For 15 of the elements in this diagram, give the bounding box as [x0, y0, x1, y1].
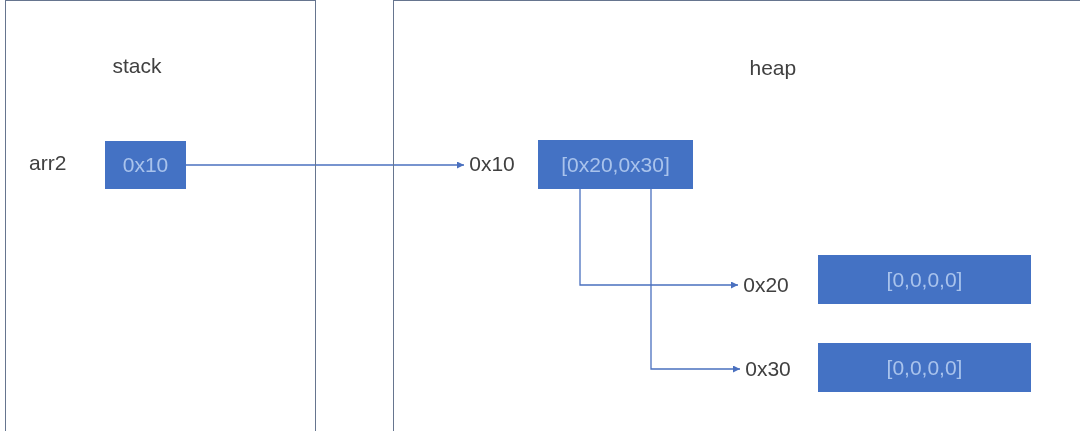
- region-panel: [5, 0, 316, 431]
- panel-heading: stack: [112, 53, 162, 79]
- value-box: [0,0,0,0]: [818, 343, 1031, 392]
- arrow: [579, 188, 739, 289]
- arrow: [185, 161, 465, 169]
- address-label: 0x10: [464, 150, 520, 178]
- variable-label: arr2: [29, 150, 67, 176]
- value-box: [0x20,0x30]: [538, 140, 693, 189]
- address-label: 0x30: [740, 355, 796, 383]
- region-panel: [393, 0, 1080, 431]
- arrow: [650, 188, 741, 373]
- value-box: 0x10: [105, 141, 186, 189]
- address-label: 0x20: [738, 271, 794, 299]
- panel-heading: heap: [749, 55, 797, 81]
- value-box: [0,0,0,0]: [818, 255, 1031, 304]
